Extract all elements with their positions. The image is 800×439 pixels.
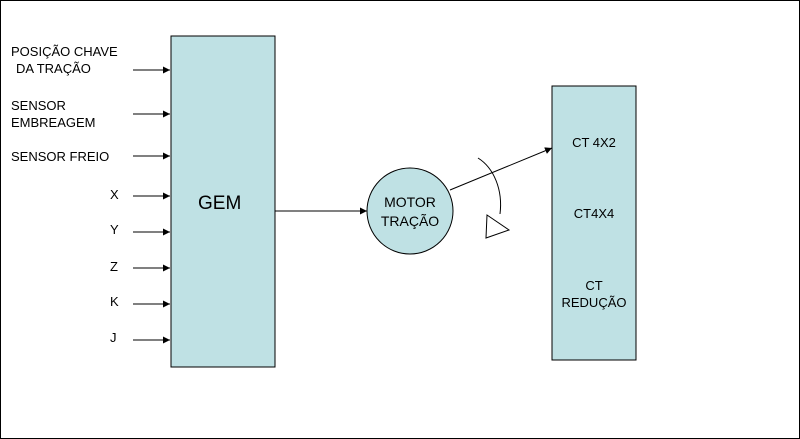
input-k-label: K [110, 294, 119, 309]
motor-to-ct-arrow [449, 147, 553, 191]
ct-4x4-label: CT4X4 [574, 206, 614, 221]
ct-4x2-label: CT 4X2 [572, 135, 616, 150]
rotation-arrowhead-icon [485, 214, 511, 239]
input-y-label: Y [110, 222, 119, 237]
input-embreagem-label-line2: EMBREAGEM [11, 115, 96, 130]
input-chave-label-line2: DA TRAÇÃO [16, 61, 91, 76]
input-x-label: X [110, 187, 119, 202]
input-j-label: J [110, 330, 117, 345]
ct-reducao-label-line1: CT [585, 278, 602, 293]
gem-block [170, 35, 276, 368]
rotation-arrow-icon [477, 157, 502, 215]
motor-tracao-circle [366, 167, 454, 255]
motor-label-line1: MOTOR [384, 194, 436, 210]
input-chave-label-line1: POSIÇÃO CHAVE [11, 44, 118, 59]
motor-label-line2: TRAÇÃO [381, 213, 439, 229]
ct-block [551, 85, 637, 361]
input-z-label: Z [110, 259, 118, 274]
ct-reducao-label-line2: REDUÇÃO [561, 295, 626, 310]
input-freio-label: SENSOR FREIO [11, 149, 109, 164]
input-embreagem-label-line1: SENSOR [11, 98, 66, 113]
gem-label: GEM [198, 193, 241, 214]
